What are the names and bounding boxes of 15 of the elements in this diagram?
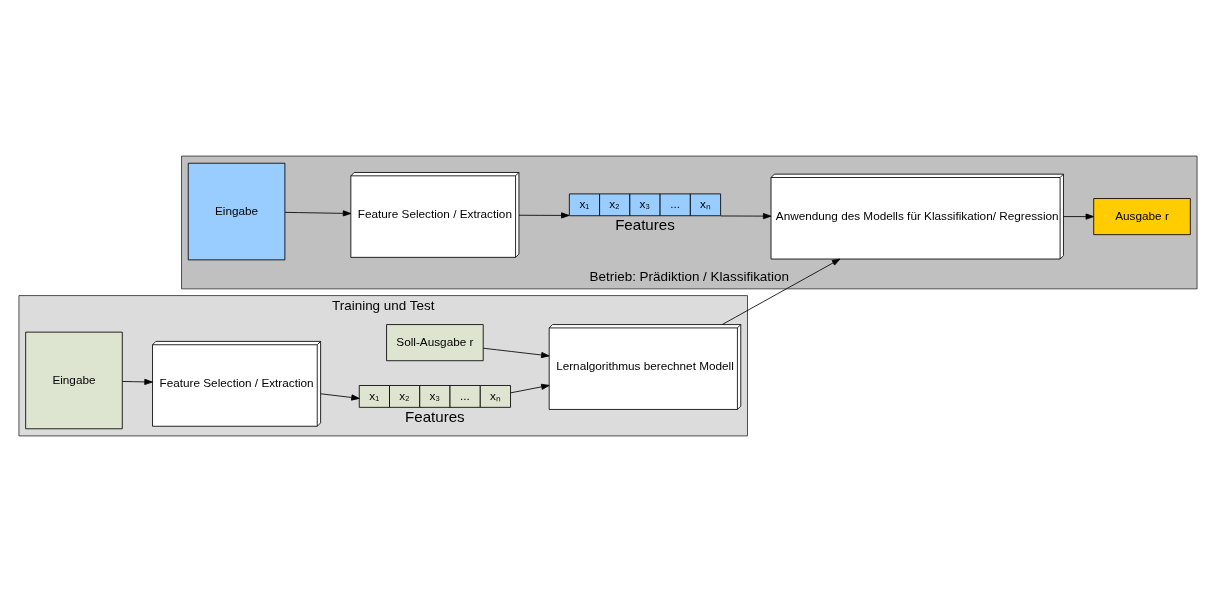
node-box: Eingabe: [25, 331, 123, 430]
arrow: [510, 383, 550, 394]
arrow: [320, 393, 360, 401]
node-box: Ausgabe r: [1093, 198, 1191, 236]
arrow: [122, 378, 153, 385]
node-box: Soll-Ausgabe r: [386, 324, 484, 362]
arrow: [518, 212, 570, 219]
arrow: [1063, 213, 1094, 220]
node-label: Features: [405, 407, 465, 425]
node-box: Eingabe: [187, 162, 286, 261]
arrow: [482, 347, 550, 359]
arrow: [721, 258, 841, 325]
arrow: [720, 213, 772, 220]
node-label: Features: [615, 216, 675, 234]
arrow: [284, 210, 352, 217]
